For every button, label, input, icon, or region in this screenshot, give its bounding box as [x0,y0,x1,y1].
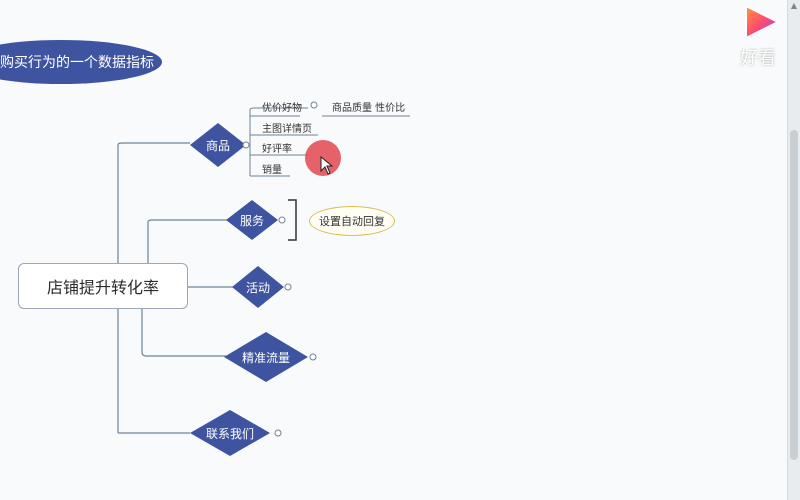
goods-child-3[interactable]: 好评率 [262,144,292,155]
branch-label-service[interactable]: 服务 [239,214,264,228]
central-topic-label: 店铺提升转化率 [46,278,159,297]
service-child-label: 设置自动回复 [319,215,385,228]
scroll-thumb[interactable] [790,130,798,460]
watermark-text: 好看 [740,48,776,69]
branch-label-contact[interactable]: 联系我们 [205,427,254,441]
branch-label-goods[interactable]: 商品 [205,139,230,153]
branch-label-activity[interactable]: 活动 [245,281,270,295]
service-child-oval[interactable]: 设置自动回复 [309,206,395,236]
top-banner[interactable] [0,40,162,84]
scroll-up-icon[interactable]: ▲ [790,1,798,10]
branch-label-traffic[interactable]: 精准流量 [241,351,290,365]
goods-node [190,123,246,167]
activity-node [232,266,284,308]
mouse-pointer-icon [320,156,334,175]
service-node [226,200,278,240]
vertical-scrollbar[interactable]: ▲ [787,0,800,500]
app-logo-icon [745,5,779,39]
banner-text: 购买行为的一个数据指标 [0,55,154,71]
goods-child-2[interactable]: 主图详情页 [262,124,312,135]
goods-child-4[interactable]: 销量 [262,165,282,176]
central-topic[interactable]: 店铺提升转化率 [18,263,188,309]
goods-child-1-sub[interactable]: 商品质量 性价比 [332,103,406,114]
contact-node [190,410,270,456]
goods-child-1[interactable]: 优价好物 [262,103,302,114]
traffic-node [224,332,308,382]
